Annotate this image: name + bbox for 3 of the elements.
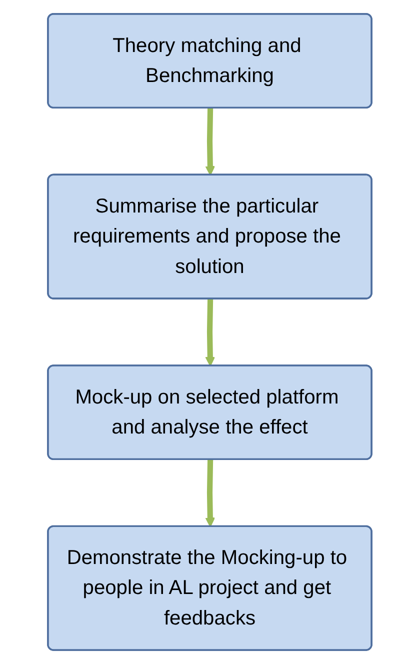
arrow: [206, 108, 216, 176]
arrow: [206, 299, 216, 366]
arrow: [206, 460, 216, 528]
